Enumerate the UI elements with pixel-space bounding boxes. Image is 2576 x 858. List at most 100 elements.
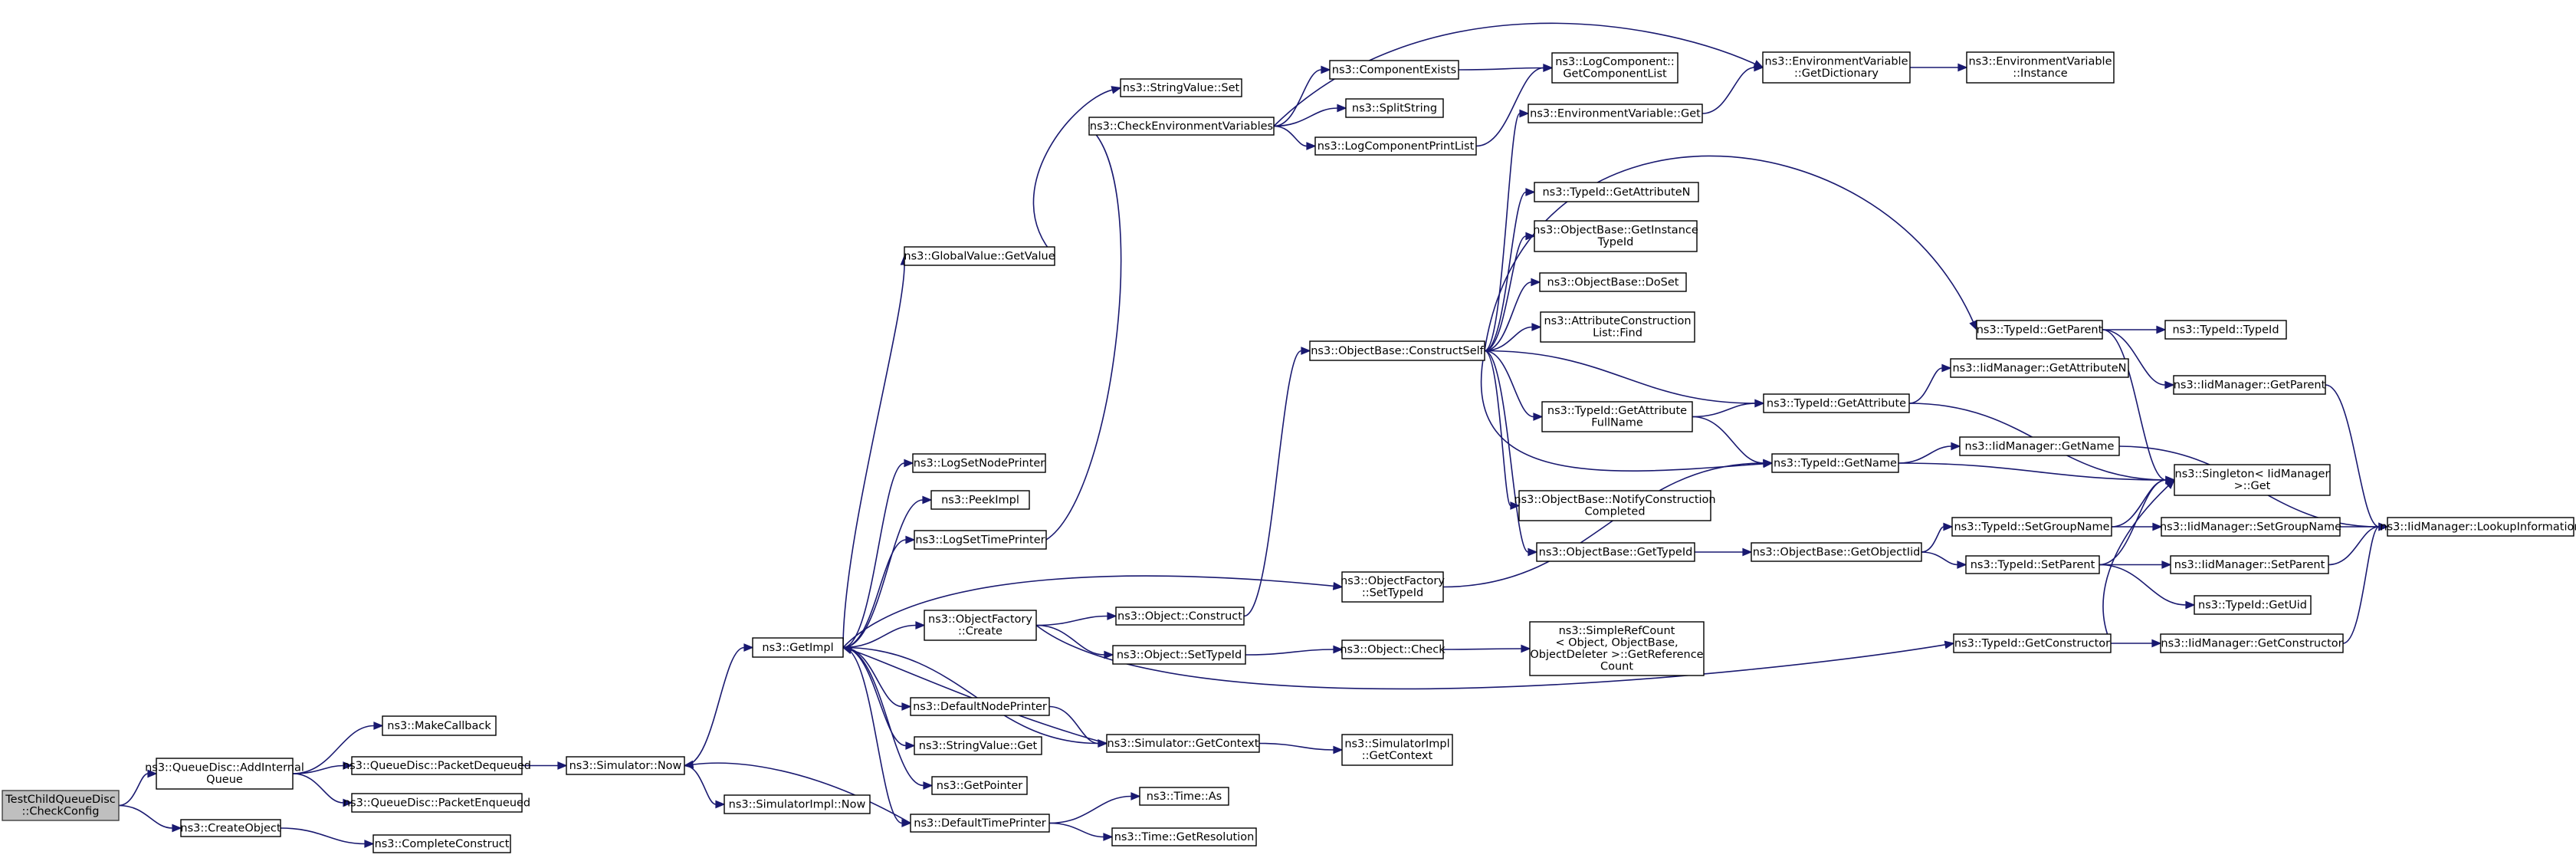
node-iid-get-attr-n[interactable]: ns3::IidManager::GetAttributeN (1950, 358, 2129, 378)
node-split-string[interactable]: ns3::SplitString (1345, 98, 1444, 118)
node-object-check[interactable]: ns3::Object::Check (1340, 639, 1446, 659)
edge-type-id-get-attribute-to-iid-get-attr-n (1908, 363, 1952, 404)
node-sim-now[interactable]: ns3::Simulator::Now (566, 756, 685, 775)
edge-line (118, 773, 149, 807)
node-notify-constr-completed[interactable]: ns3::ObjectBase::NotifyConstructionCompl… (1514, 490, 1716, 521)
node-string-value-set[interactable]: ns3::StringValue::Set (1120, 78, 1242, 97)
node-log-component-print-list[interactable]: ns3::LogComponentPrintList (1314, 136, 1477, 156)
node-root[interactable]: TestChildQueueDisc::CheckConfig (2, 790, 120, 821)
node-component-exists[interactable]: ns3::ComponentExists (1329, 60, 1459, 80)
edge-line (1048, 705, 1099, 745)
node-string-value-get[interactable]: ns3::StringValue::Get (914, 736, 1042, 755)
node-env-var-instance[interactable]: ns3::EnvironmentVariable::Instance (1966, 51, 2115, 84)
node-obj-factory-create[interactable]: ns3::ObjectFactory::Create (924, 610, 1037, 641)
node-singleton-get[interactable]: ns3::Singleton< IidManager >::Get (2174, 464, 2331, 496)
arrow-head-icon (922, 495, 933, 505)
node-label: ns3::Object::Construct (1117, 610, 1242, 623)
node-box (1959, 436, 2120, 456)
node-type-id-get-attr-n[interactable]: ns3::TypeId::GetAttributeN (1534, 182, 1699, 202)
node-object-set-type-id[interactable]: ns3::Object::SetTypeId (1112, 645, 1246, 665)
node-box (1528, 104, 1703, 123)
node-box (1541, 401, 1693, 432)
node-global-value-get[interactable]: ns3::GlobalValue::GetValue (904, 246, 1055, 266)
node-env-var-get-dict[interactable]: ns3::EnvironmentVariable::GetDictionary (1762, 51, 1911, 84)
node-iid-get-constructor[interactable]: ns3::IidManager::GetConstructor (2160, 633, 2344, 653)
edge-line (1045, 132, 1122, 541)
node-log-set-time-printer[interactable]: ns3::LogSetTimePrinter (914, 530, 1047, 550)
node-type-id-get-attribute[interactable]: ns3::TypeId::GetAttribute (1763, 393, 1910, 413)
node-make-callback[interactable]: ns3::MakeCallback (382, 715, 497, 736)
node-default-node-printer[interactable]: ns3::DefaultNodePrinter (910, 697, 1050, 716)
node-iid-get-name[interactable]: ns3::IidManager::GetName (1959, 436, 2120, 456)
node-get-impl[interactable]: ns3::GetImpl (752, 637, 844, 658)
node-get-pointer[interactable]: ns3::GetPointer (931, 776, 1028, 795)
edge-env-var-get-dict-to-env-var-instance (1910, 63, 1968, 72)
node-obj-base-get-object-iid[interactable]: ns3::ObjectBase::GetObjectIid (1751, 542, 1922, 562)
node-box (1771, 453, 1899, 473)
node-log-set-node-printer[interactable]: ns3::LogSetNodePrinter (912, 453, 1046, 473)
call-nodes: TestChildQueueDisc::CheckConfig ns3::Queu… (2, 51, 2576, 853)
node-sim-impl-get-context[interactable]: ns3::SimulatorImpl::GetContext (1341, 734, 1453, 766)
arrow-head-icon (1519, 109, 1530, 118)
node-box (382, 715, 497, 736)
node-box (1115, 607, 1245, 626)
node-iid-lookup-info[interactable]: ns3::IidManager::LookupInformation (2380, 517, 2576, 537)
node-create-object[interactable]: ns3::CreateObject (180, 819, 281, 837)
node-label: ns3::ObjectFactory (1341, 575, 1445, 587)
edge-line (1484, 113, 1521, 352)
edge-obj-base-get-object-iid-to-type-id-set-parent (1921, 551, 1967, 569)
node-object-construct[interactable]: ns3::Object::Construct (1115, 607, 1245, 626)
edge-line (1273, 125, 1308, 147)
node-complete-construct[interactable]: ns3::CompleteConstruct (372, 834, 511, 853)
node-type-id-get-parent[interactable]: ns3::TypeId::GetParent (1976, 320, 2103, 340)
arrow-head-icon (1969, 320, 1977, 331)
node-type-id-set-parent[interactable]: ns3::TypeId::SetParent (1965, 555, 2100, 574)
node-iid-set-parent[interactable]: ns3::IidManager::SetParent (2170, 555, 2329, 574)
edge-line (1484, 281, 1532, 352)
node-check-env-vars[interactable]: ns3::CheckEnvironmentVariables (1088, 117, 1275, 136)
node-label: ns3::CreateObject (180, 822, 281, 834)
arrow-head-icon (842, 646, 853, 655)
node-iid-get-parent[interactable]: ns3::IidManager::GetParent (2173, 375, 2326, 395)
node-simple-ref-count[interactable]: ns3::SimpleRefCount< Object, ObjectBase,… (1529, 621, 1705, 676)
node-env-var-get[interactable]: ns3::EnvironmentVariable::Get (1528, 104, 1703, 123)
edge-line (1921, 551, 1958, 566)
node-type-id-set-group-name[interactable]: ns3::TypeId::SetGroupName (1951, 517, 2112, 537)
node-label: ns3::PeekImpl (941, 494, 1019, 506)
node-type-id-get-constructor[interactable]: ns3::TypeId::GetConstructor (1953, 633, 2112, 653)
node-log-comp-get-list[interactable]: ns3::LogComponent::GetComponentList (1551, 52, 1679, 84)
node-label: ns3::LogComponentPrintList (1318, 140, 1475, 153)
edge-line (1692, 416, 1764, 464)
edge-root-to-create-object (118, 804, 182, 833)
node-obj-base-get-type-id[interactable]: ns3::ObjectBase::GetTypeId (1536, 542, 1695, 562)
node-obj-factory-set-type-id[interactable]: ns3::ObjectFactory::SetTypeId (1341, 571, 1445, 603)
node-type-id-get-name[interactable]: ns3::TypeId::GetName (1771, 453, 1899, 473)
node-type-id-type-id[interactable]: ns3::TypeId::TypeId (2164, 320, 2287, 340)
node-iid-set-group-name[interactable]: ns3::IidManager::SetGroupName (2160, 517, 2341, 537)
node-construct-self[interactable]: ns3::ObjectBase::ConstructSelf (1309, 340, 1485, 361)
node-label: ns3::ComponentExists (1332, 64, 1457, 76)
node-label: ns3::ObjectBase::GetInstance (1533, 225, 1698, 237)
node-sim-get-context[interactable]: ns3::Simulator::GetContext (1106, 734, 1260, 753)
node-time-get-resolution[interactable]: ns3::Time::GetResolution (1111, 827, 1257, 846)
node-pkt-enqueued[interactable]: ns3::QueueDisc::PacketEnqueued (343, 793, 530, 813)
arrow-head-icon (1951, 442, 1961, 451)
node-peek-impl[interactable]: ns3::PeekImpl (930, 490, 1030, 510)
node-type-id-get-uid[interactable]: ns3::TypeId::GetUid (2194, 595, 2312, 615)
arrow-head-icon (2164, 380, 2175, 390)
edge-global-value-get-to-string-value-set (1032, 86, 1122, 257)
node-sim-impl-now[interactable]: ns3::SimulatorImpl::Now (724, 794, 871, 814)
node-time-as[interactable]: ns3::Time::As (1139, 787, 1229, 806)
node-box (1965, 555, 2100, 574)
node-pkt-dequeued[interactable]: ns3::QueueDisc::PacketDequeued (343, 756, 531, 775)
edge-add-internal-to-pkt-enqueued (292, 773, 353, 807)
node-box (1345, 98, 1444, 118)
node-default-time-printer[interactable]: ns3::DefaultTimePrinter (910, 814, 1050, 833)
node-obj-base-do-set[interactable]: ns3::ObjectBase::DoSet (1539, 272, 1687, 292)
arrow-head-icon (1763, 459, 1774, 468)
